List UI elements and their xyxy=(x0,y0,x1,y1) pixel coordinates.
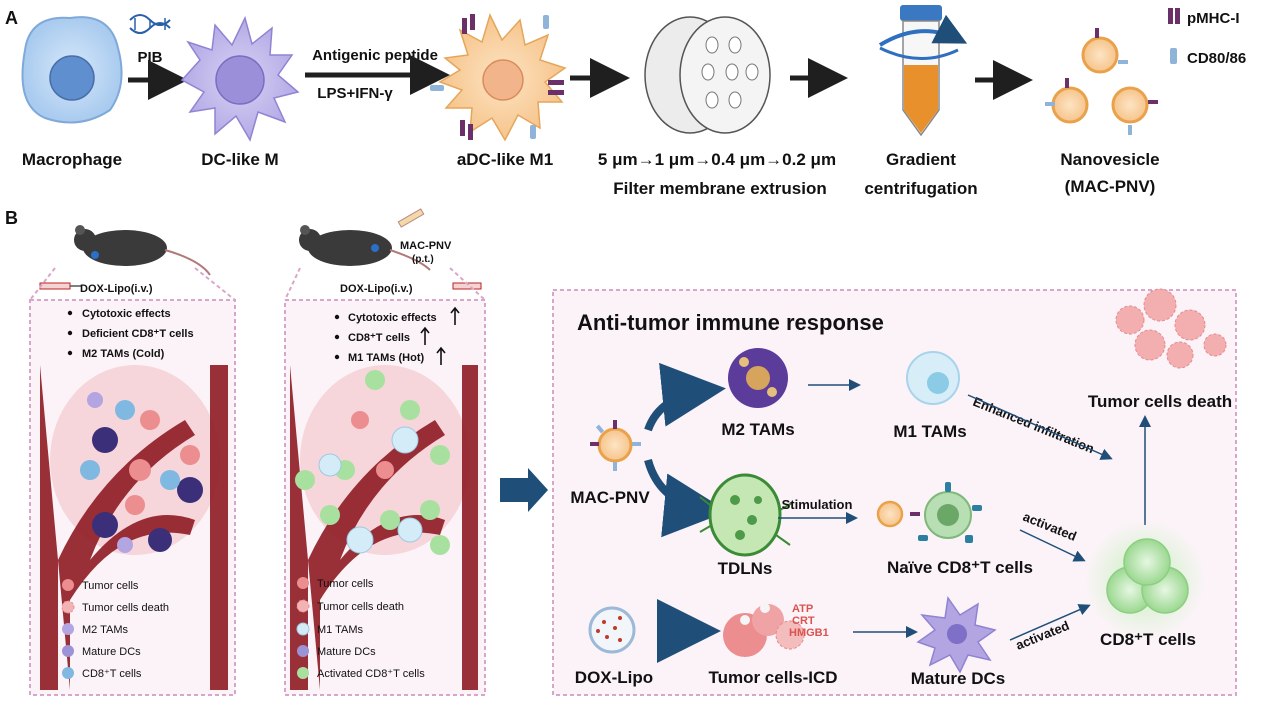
cd8-t-cells-icon xyxy=(1085,520,1205,640)
syringe-icon-left xyxy=(39,282,82,290)
arrow-activated-2 xyxy=(1009,604,1091,641)
nanovesicle-icon xyxy=(1045,28,1158,135)
left-legend: Tumor cells Tumor cells death M2 TAMs Ma… xyxy=(61,579,169,680)
middle-mouse-icon xyxy=(299,225,431,271)
middle-legend-5: Activated CD8⁺T cells xyxy=(317,668,425,680)
middle-tumor-illustration xyxy=(290,365,478,690)
crt-label: CRT xyxy=(792,615,815,627)
middle-legend-3: M1 TAMs xyxy=(317,624,364,636)
middle-legend-1: Tumor cells xyxy=(317,578,374,590)
m1-tam-icon xyxy=(906,351,960,405)
left-bullet-1: Cytotoxic effects xyxy=(82,308,171,320)
panel-a-label: A xyxy=(5,8,18,28)
cd8-label: CD8⁺T cells xyxy=(1100,630,1196,649)
middle-pt-label: (p.t.) xyxy=(412,254,434,265)
left-legend-1: Tumor cells xyxy=(82,580,139,592)
left-legend-2: Tumor cells death xyxy=(82,602,169,614)
middle-bullet-2: CD8⁺T cells xyxy=(348,332,410,344)
mac-pnv-right-label: MAC-PNV xyxy=(570,488,650,507)
macrophage-label: Macrophage xyxy=(22,150,122,169)
gradient-label: Gradient xyxy=(886,150,956,169)
middle-legend-2: Tumor cells death xyxy=(317,601,404,613)
naive-cd8-icon xyxy=(876,482,982,543)
filter-sizes-label: 5 μm→1 μm→0.4 μm→0.2 μm xyxy=(598,150,836,169)
left-tumor-illustration xyxy=(40,365,228,690)
left-bullet-3: M2 TAMs (Cold) xyxy=(82,348,165,360)
dox-lipo-icon xyxy=(588,606,636,654)
tumor-icd-label: Tumor cells-ICD xyxy=(708,668,837,687)
mature-dcs-label: Mature DCs xyxy=(911,669,1005,688)
nanovesicle-label: Nanovesicle xyxy=(1060,150,1159,169)
filter-extrusion-label: Filter membrane extrusion xyxy=(613,179,827,198)
pib-label: PIB xyxy=(137,49,162,66)
middle-mac-pnv-label: MAC-PNV xyxy=(400,240,452,252)
dc-like-m-label: DC-like M xyxy=(201,150,278,169)
filter-membrane-icon xyxy=(644,16,771,134)
legend-pmhc-label: pMHC-I xyxy=(1187,10,1240,27)
tdlns-lymph-node-icon xyxy=(699,473,793,557)
m1-tams-label: M1 TAMs xyxy=(893,422,966,441)
left-bullets: Cytotoxic effects Deficient CD8⁺T cells … xyxy=(67,308,194,360)
mature-dc-icon xyxy=(916,596,997,674)
tdlns-label: TDLNs xyxy=(718,559,773,578)
up-arrow-icon xyxy=(420,326,430,345)
tumor-icd-icon xyxy=(723,603,805,657)
left-legend-5: CD8⁺T cells xyxy=(82,668,142,680)
left-legend-3: M2 TAMs xyxy=(82,624,129,636)
middle-bullet-3: M1 TAMs (Hot) xyxy=(348,352,425,364)
left-mouse-icon xyxy=(74,225,211,276)
pmhc-legend-icon xyxy=(1168,8,1180,24)
adc-like-m1-label: aDC-like M1 xyxy=(457,150,553,169)
legend-cd80-label: CD80/86 xyxy=(1187,50,1246,67)
m2-tams-label: M2 TAMs xyxy=(721,420,794,439)
mac-pnv-label: (MAC-PNV) xyxy=(1065,177,1156,196)
macrophage-cell-icon xyxy=(21,16,123,124)
up-arrow-icon xyxy=(436,346,446,365)
stimulation-label: Stimulation xyxy=(782,497,853,512)
left-bullet-2: Deficient CD8⁺T cells xyxy=(82,328,194,340)
left-legend-4: Mature DCs xyxy=(82,646,141,658)
atp-label: ATP xyxy=(792,603,813,615)
transition-arrow xyxy=(500,468,548,512)
centrifugation-label: centrifugation xyxy=(864,179,977,198)
arrow-enhanced xyxy=(967,394,1113,460)
cd80-legend-icon xyxy=(1170,48,1177,64)
hmgb1-label: HMGB1 xyxy=(789,627,829,639)
middle-injection-label: DOX-Lipo(i.v.) xyxy=(340,283,413,295)
dox-lipo-label: DOX-Lipo xyxy=(575,668,653,687)
syringe-icon-mac-pnv xyxy=(397,208,425,228)
naive-cd8-label: Naïve CD8⁺T cells xyxy=(887,558,1033,577)
antigenic-peptide-label: Antigenic peptide xyxy=(312,47,438,64)
tumor-death-label: Tumor cells death xyxy=(1088,392,1232,411)
middle-bullet-1: Cytotoxic effects xyxy=(348,312,437,324)
dna-icon xyxy=(129,14,171,34)
centrifuge-tube-icon xyxy=(878,5,968,137)
middle-legend: Tumor cells Tumor cells death M1 TAMs Ma… xyxy=(296,577,425,680)
m2-tam-icon xyxy=(728,348,788,408)
arrow-activated-1 xyxy=(1019,529,1086,562)
up-arrow-icon xyxy=(450,306,460,325)
right-title: Anti-tumor immune response xyxy=(577,310,884,335)
left-injection-label: DOX-Lipo(i.v.) xyxy=(80,283,153,295)
lps-ifn-label: LPS+IFN-γ xyxy=(317,85,393,102)
mac-pnv-vesicle-icon xyxy=(590,420,641,471)
arrow-to-tdlns xyxy=(644,458,728,538)
panel-b-label: B xyxy=(5,208,18,228)
tumor-death-cluster-icon xyxy=(1115,288,1227,369)
middle-bullets: Cytotoxic effects CD8⁺T cells M1 TAMs (H… xyxy=(334,306,460,365)
adc-like-m1-cell-icon xyxy=(430,12,567,142)
dc-like-cell-icon xyxy=(180,15,300,142)
arrow-to-m2 xyxy=(644,362,726,432)
middle-legend-4: Mature DCs xyxy=(317,646,376,658)
